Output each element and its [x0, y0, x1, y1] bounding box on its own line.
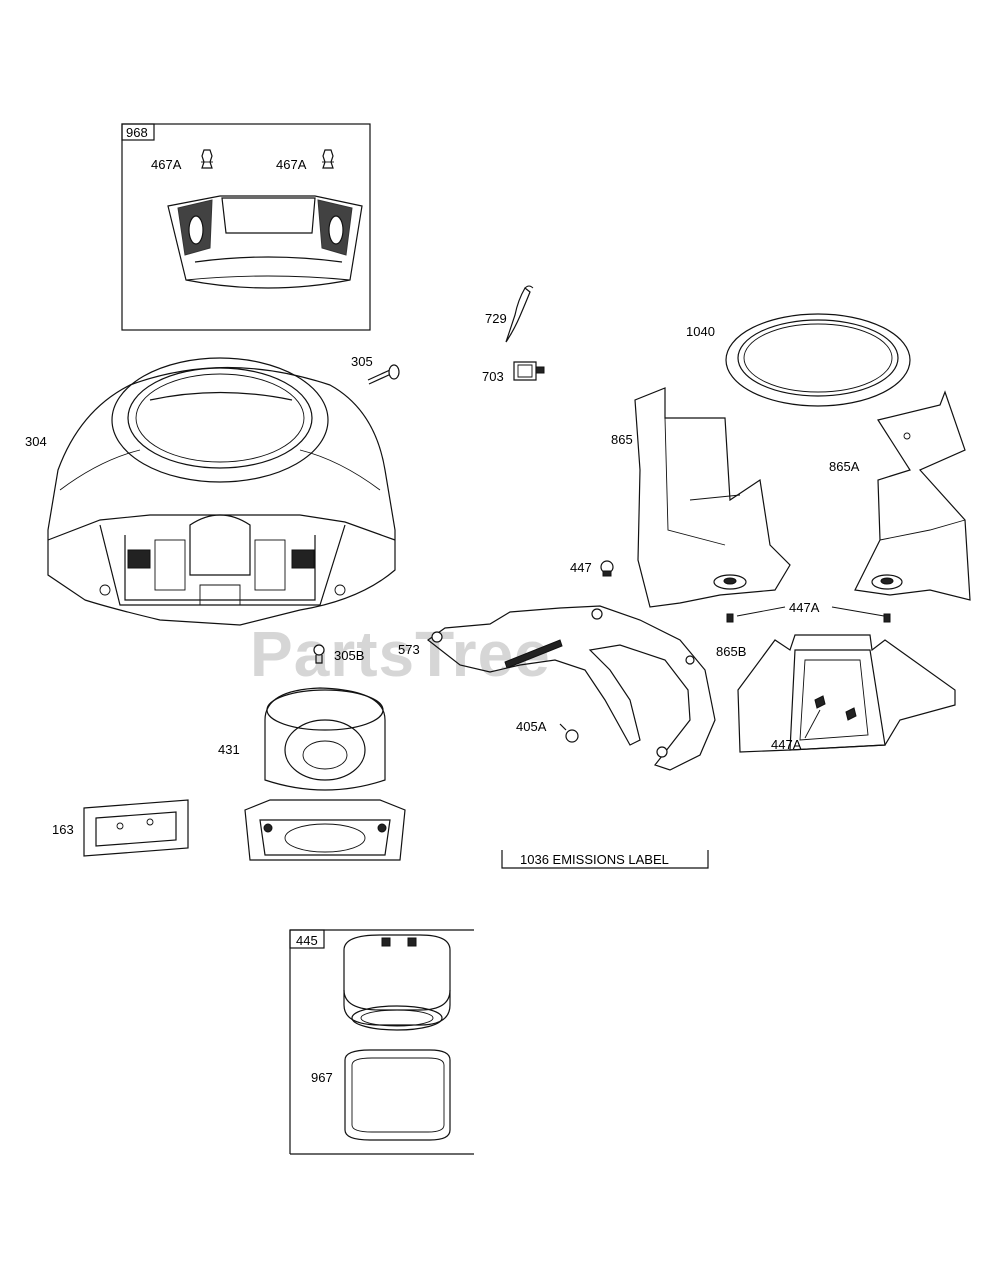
screw-447	[600, 560, 614, 577]
kit-968-box: 968 467A 467A	[121, 123, 371, 331]
clip-467a-left	[201, 149, 213, 169]
callout-967[interactable]: 967	[311, 1070, 333, 1085]
callout-163[interactable]: 163	[52, 822, 74, 837]
callout-729[interactable]: 729	[485, 311, 507, 326]
callout-431[interactable]: 431	[218, 742, 240, 757]
callout-1040[interactable]: 1040	[686, 324, 715, 339]
gasket-163	[83, 799, 189, 857]
callout-703[interactable]: 703	[482, 369, 504, 384]
callout-865[interactable]: 865	[611, 432, 633, 447]
emissions-label-box: 1036 EMISSIONS LABEL	[501, 850, 709, 869]
shroud-865a	[854, 390, 971, 601]
callout-304[interactable]: 304	[25, 434, 47, 449]
cover-panel-968	[167, 195, 363, 289]
callout-305b[interactable]: 305B	[334, 648, 364, 663]
emissions-label[interactable]: 1036 EMISSIONS LABEL	[520, 852, 669, 867]
air-cleaner-431	[244, 687, 406, 861]
clamp-703	[513, 361, 545, 381]
air-filter-445	[343, 934, 451, 1031]
callout-573[interactable]: 573	[398, 642, 420, 657]
ring-1040	[725, 313, 911, 407]
callout-865a[interactable]: 865A	[829, 459, 860, 474]
screw-405a	[559, 723, 579, 743]
pre-cleaner-967	[344, 1049, 451, 1141]
watermark: PartsTree	[250, 618, 551, 690]
shroud-865	[634, 387, 791, 608]
screw-447a-bottom	[804, 695, 857, 739]
screw-305b	[313, 644, 325, 664]
callout-467a-left[interactable]: 467A	[151, 157, 182, 172]
callout-467a-right[interactable]: 467A	[276, 157, 307, 172]
screw-447a-top	[726, 606, 891, 623]
callout-968[interactable]: 968	[126, 125, 148, 140]
callout-445[interactable]: 445	[296, 933, 318, 948]
callout-305[interactable]: 305	[351, 354, 373, 369]
clip-467a-right	[322, 149, 334, 169]
callout-447[interactable]: 447	[570, 560, 592, 575]
callout-447a-top[interactable]: 447A	[789, 600, 820, 615]
kit-445-box: 445	[289, 929, 474, 1155]
callout-405a[interactable]: 405A	[516, 719, 547, 734]
callout-447a-bottom[interactable]: 447A	[771, 737, 802, 752]
deflector-865b	[737, 634, 956, 753]
tie-strap-729	[505, 285, 534, 343]
plate-573	[426, 605, 716, 771]
blower-housing-304	[47, 357, 396, 626]
callout-865b[interactable]: 865B	[716, 644, 746, 659]
screw-305	[367, 364, 400, 385]
